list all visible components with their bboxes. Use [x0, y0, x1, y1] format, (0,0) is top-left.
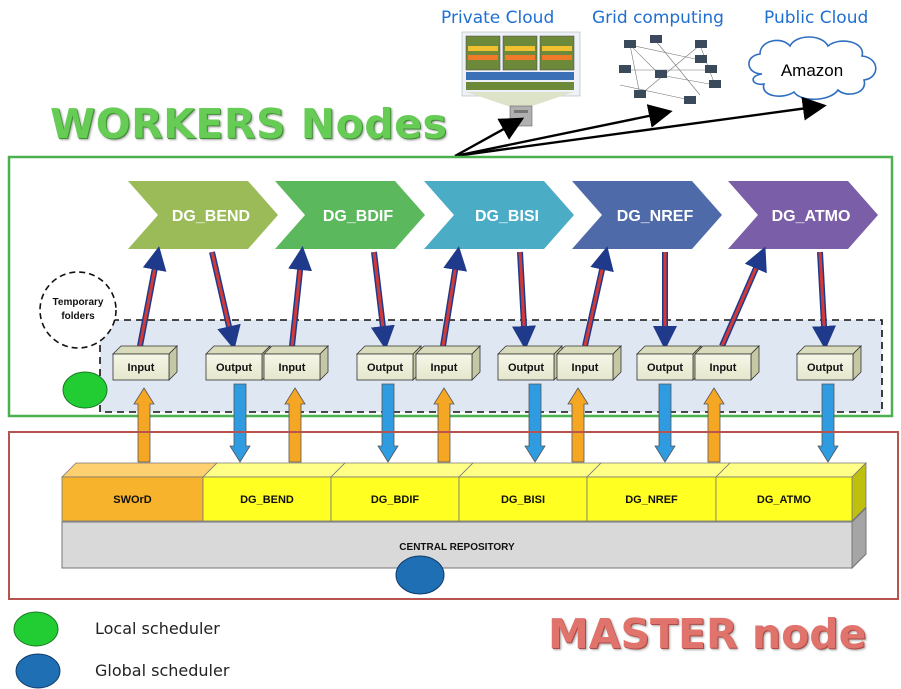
stage-label: DG_NREF [617, 208, 694, 225]
input-label: Input [128, 362, 155, 374]
grid-computer-icons [619, 35, 721, 104]
output-box [356, 353, 414, 381]
repository-block-label: DG_BISI [501, 494, 545, 506]
amazon-label: Amazon [781, 61, 843, 80]
repository-block-label: DG_BEND [240, 494, 294, 506]
repository-block-label: DG_ATMO [757, 494, 812, 506]
repository-block [330, 476, 460, 522]
stage-chevron [572, 181, 722, 249]
global-scheduler-marker [395, 555, 445, 595]
input-label: Input [572, 362, 599, 374]
central-repository-label: CENTRAL REPOSITORY [399, 542, 515, 553]
output-label: Output [647, 362, 683, 374]
output-box [205, 353, 263, 381]
repository-block [61, 476, 204, 522]
stage-chevron [424, 181, 574, 249]
workers-nodes-title: WORKERS Nodes [50, 100, 448, 148]
stage-chevron [728, 181, 878, 249]
input-label: Input [279, 362, 306, 374]
cloud-dispatch-arrows [454, 96, 827, 158]
output-label: Output [508, 362, 544, 374]
io-boxes: Input Output Input Output Input Output Input Ou… [112, 345, 862, 381]
temporary-folders-label-2: folders [61, 311, 95, 322]
local-scheduler-legend-label: Local scheduler [95, 619, 220, 638]
input-label: Input [431, 362, 458, 374]
stage-label: DG_BISI [475, 208, 539, 225]
stage-chevron [128, 181, 278, 249]
output-box [497, 353, 555, 381]
output-box [636, 353, 694, 381]
repository-block [715, 476, 853, 522]
local-scheduler-legend-icon [13, 611, 59, 647]
workers-nodes-frame [7, 155, 894, 418]
transfer-arrows [133, 383, 839, 463]
repository-blocks: SWOrD DG_BEND DG_BDIF DG_BISI DG_NREF DG_ATMO [61, 462, 867, 522]
stage-label: DG_BEND [172, 208, 250, 225]
local-scheduler-marker [62, 371, 108, 409]
public-cloud-title: Public Cloud [764, 8, 869, 28]
master-node-title: MASTER node [548, 610, 867, 658]
input-box [112, 353, 170, 381]
worker-arrows [137, 246, 837, 350]
temporary-folders-circle [39, 271, 117, 349]
input-box [556, 353, 614, 381]
pipeline-stages: DG_BEND DG_BDIF DG_BISI DG_NREF DG_ATMO [128, 181, 878, 249]
master-node-frame [8, 431, 899, 600]
repository-block [586, 476, 717, 522]
grid-computing-title: Grid computing [592, 8, 724, 28]
repository-block [202, 476, 332, 522]
output-label: Output [367, 362, 403, 374]
temporary-folders-label-1: Temporary [53, 297, 104, 308]
repository-block-label: DG_BDIF [371, 494, 420, 506]
private-cloud-title: Private Cloud [441, 8, 555, 28]
stage-chevron [275, 181, 425, 249]
stage-label: DG_BDIF [323, 208, 393, 225]
output-label: Output [807, 362, 843, 374]
input-box [263, 353, 321, 381]
input-box [694, 353, 752, 381]
repository-block-label: SWOrD [113, 494, 152, 506]
public-cloud-shape [748, 36, 877, 101]
central-repository: CENTRAL REPOSITORY [61, 506, 867, 570]
repository-block-label: DG_NREF [625, 494, 678, 506]
output-label: Output [216, 362, 252, 374]
stage-label: DG_ATMO [772, 208, 851, 225]
output-box [796, 353, 854, 381]
input-box [415, 353, 473, 381]
global-scheduler-legend-label: Global scheduler [95, 661, 230, 680]
private-cloud-image [461, 31, 581, 127]
global-scheduler-legend-icon [15, 653, 61, 689]
repository-block [458, 476, 588, 522]
input-label: Input [710, 362, 737, 374]
